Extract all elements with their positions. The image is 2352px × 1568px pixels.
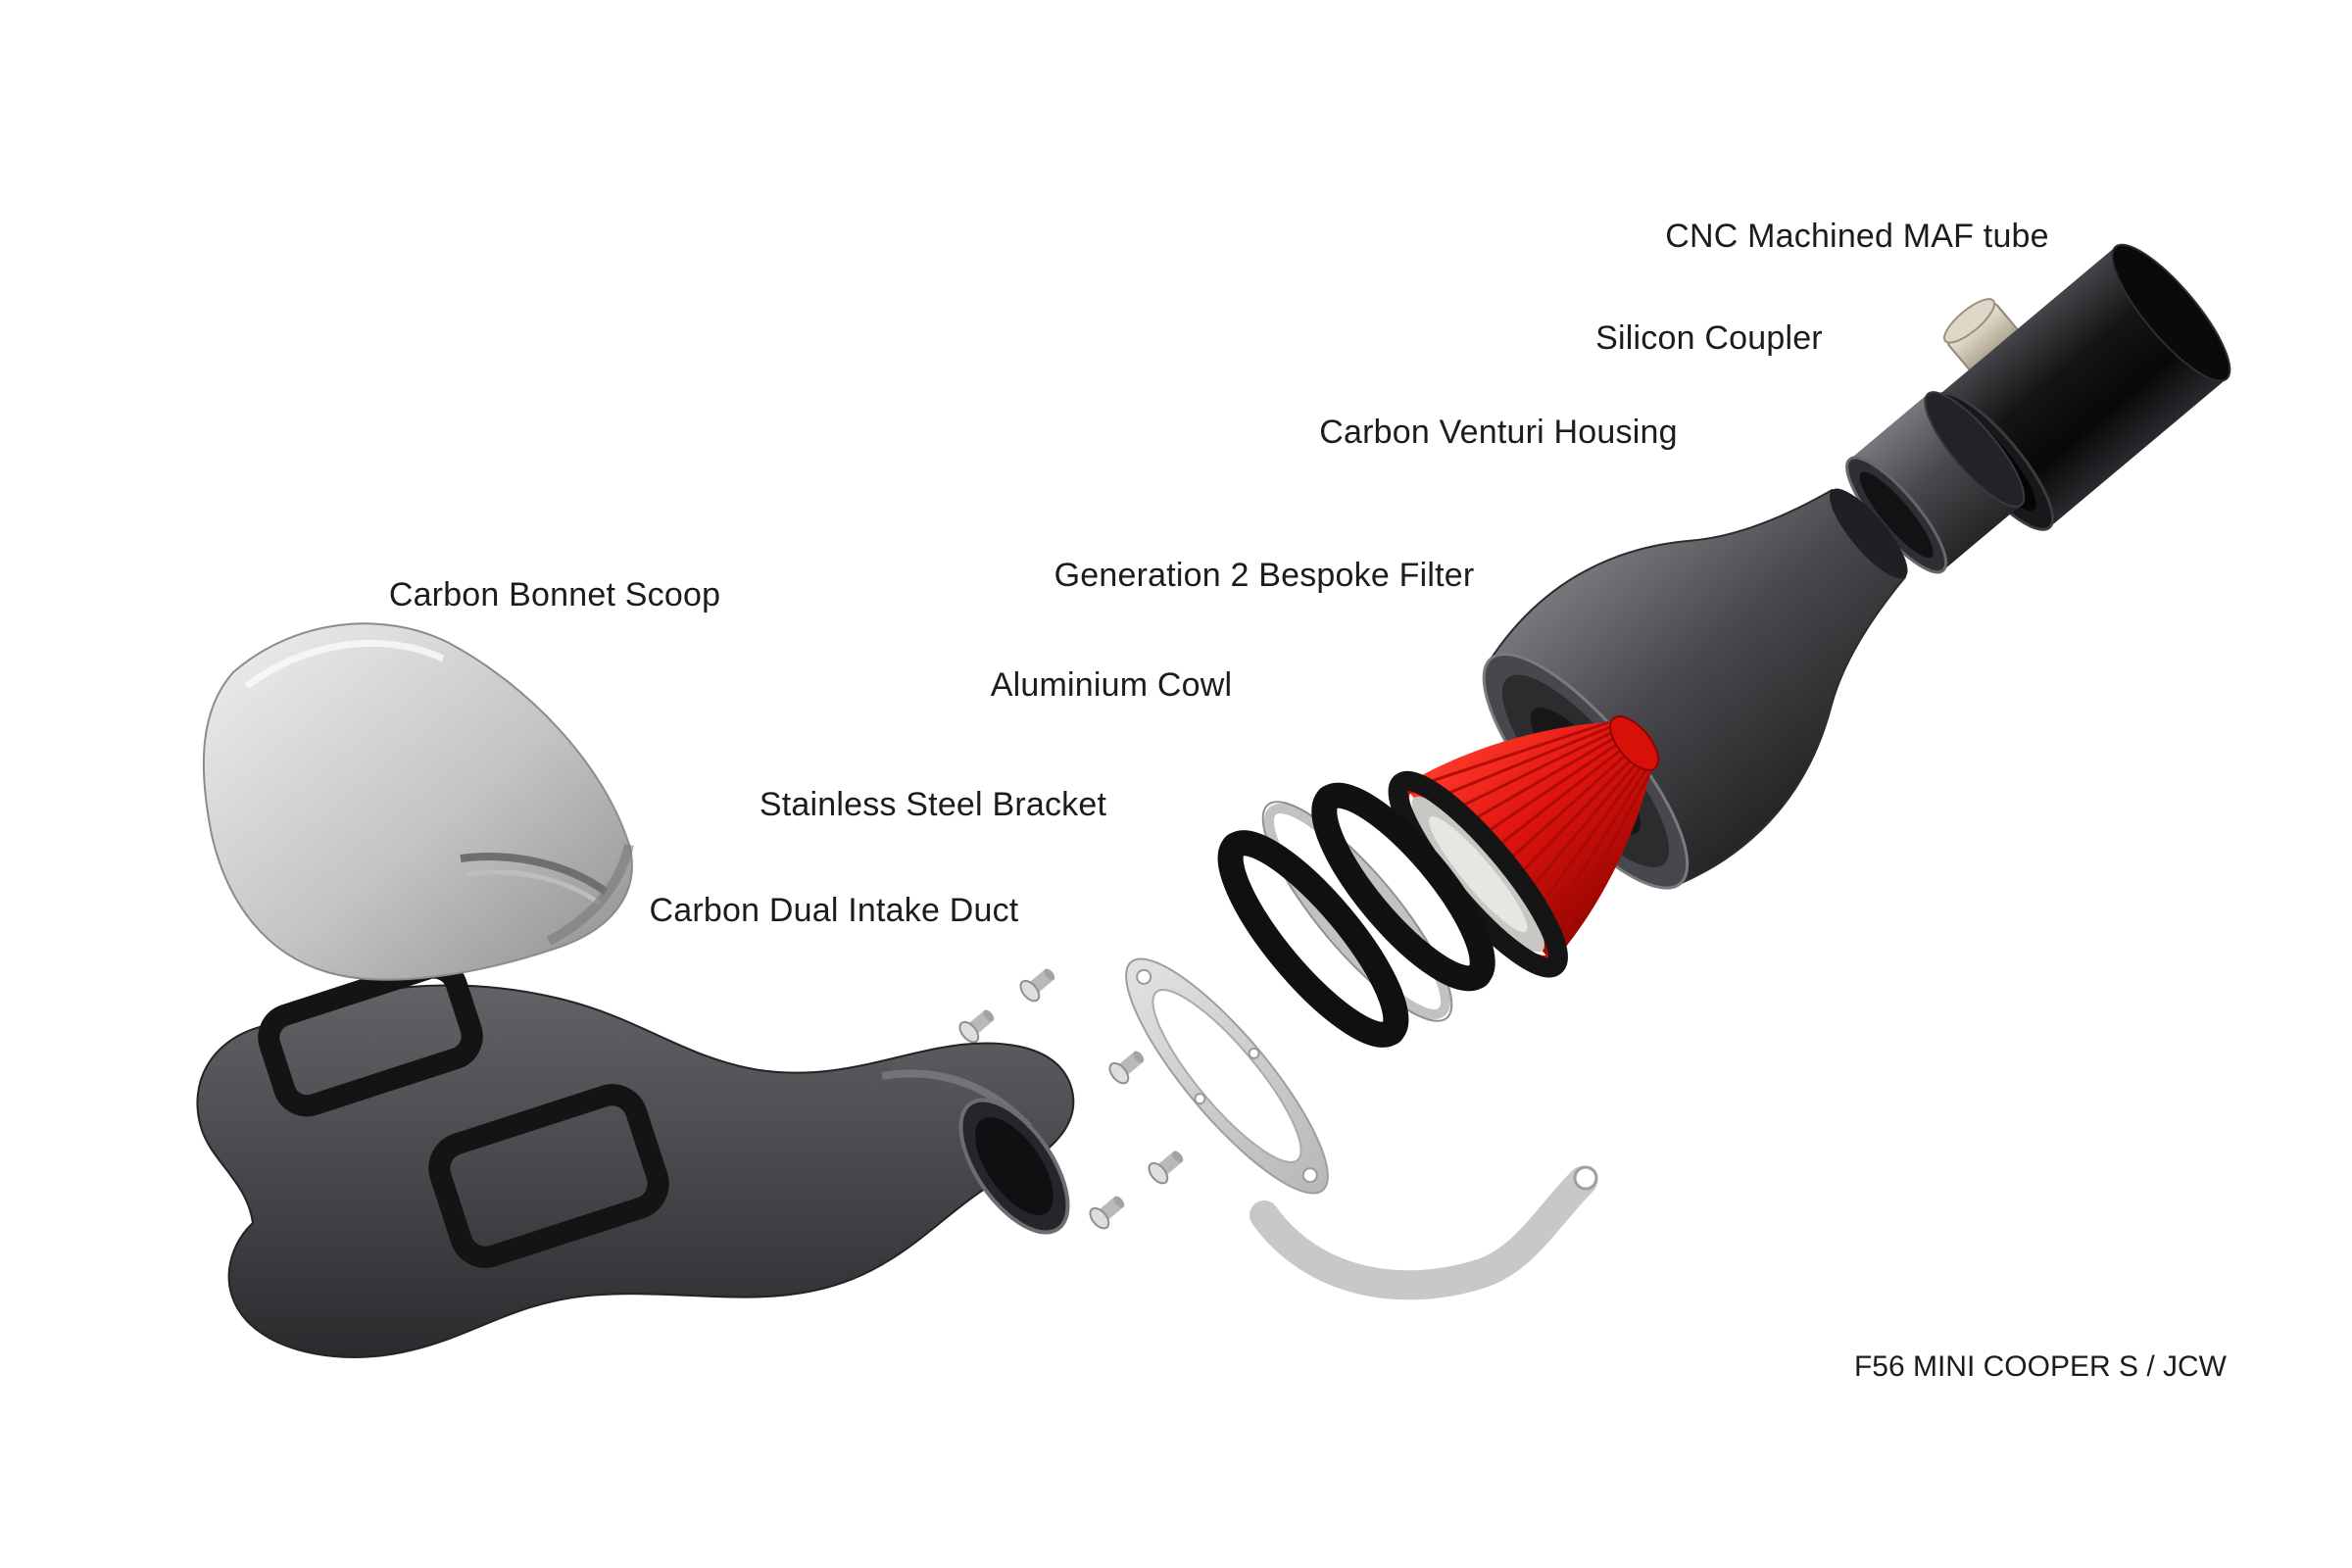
screw [1108,1051,1145,1085]
label-silicon-coupler: Silicon Coupler [1595,319,1823,357]
gasket-ring-front-body [1217,830,1409,1048]
label-bespoke-filter: Generation 2 Bespoke Filter [1054,557,1475,594]
gasket-ring-rear [1311,782,1495,992]
duct-gasket-front [258,956,483,1117]
maf-tube-far-end [2111,243,2231,382]
filter-base-center [1429,816,1528,933]
silicon-coupler-part [1845,391,2026,574]
scoop-top-highlight [244,640,445,689]
label-intake-duct: Carbon Dual Intake Duct [649,892,1019,929]
label-venturi-housing: Carbon Venturi Housing [1319,414,1678,451]
mounting-screws [958,968,1184,1230]
screw [1019,968,1055,1003]
bracket-bolt-hole [1301,1167,1318,1184]
bracket-bolt-hole [1136,968,1152,985]
coupler-bore [1859,471,1934,559]
screw [1148,1151,1184,1185]
scoop-edge-shade [546,843,634,946]
steel-bracket-part [1125,957,1598,1300]
label-aluminium-cowl: Aluminium Cowl [990,666,1233,704]
bracket-bolt-hole [1194,1093,1206,1105]
duct-body [196,984,1075,1358]
scoop-vent-slot [460,853,609,896]
duct-gasket-rear [428,1084,669,1268]
scoop-vent-slot-lip [466,869,602,906]
label-maf-tube: CNC Machined MAF tube [1665,218,2049,255]
caption-vehicle-model: F56 MINI COOPER S / JCW [1853,1350,2227,1383]
filter-tip [1609,715,1660,771]
gasket-ring-rear-body [1311,782,1495,992]
bracket-arm [1250,1166,1597,1300]
label-steel-bracket: Stainless Steel Bracket [759,786,1107,823]
cowl-ring-edge [1261,801,1453,1022]
screw [1089,1196,1125,1230]
bracket-arm-hole [1573,1165,1598,1191]
intake-duct-part [196,956,1075,1358]
bespoke-filter-part [1388,715,1660,978]
scoop-body [202,622,633,981]
screw [958,1009,995,1044]
bracket-plate-hole [1152,989,1302,1163]
venturi-body [1490,488,1907,885]
coupler-body [1849,393,2022,571]
filter-ribs [1414,720,1652,953]
coupler-back-rim [1924,391,2026,508]
duct-outlet [958,1098,1070,1235]
bonnet-scoop-part [202,622,634,981]
aluminium-cowl-part [1261,801,1453,1022]
bracket-bolt-hole [1248,1047,1260,1059]
venturi-neck-end [1830,488,1908,579]
label-bonnet-scoop: Carbon Bonnet Scoop [388,576,721,613]
